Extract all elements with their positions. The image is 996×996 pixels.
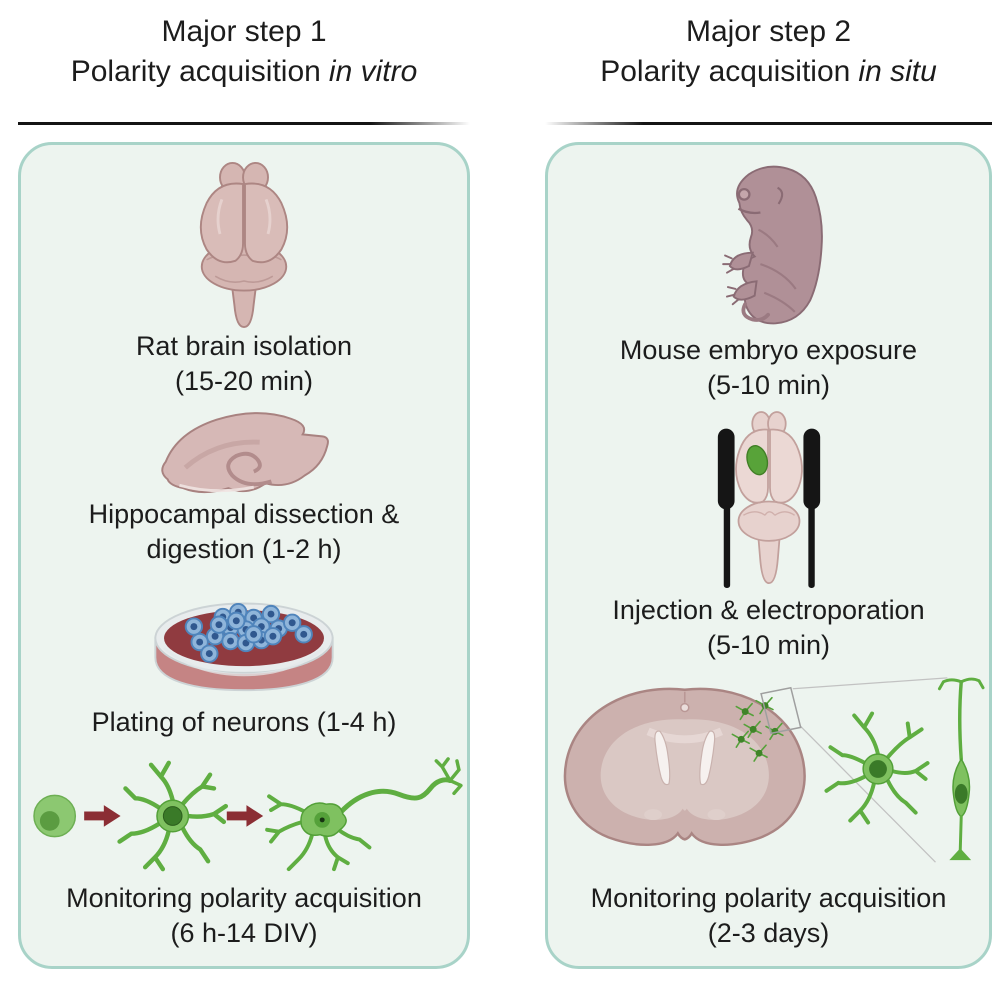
title-line1: Major step 2 xyxy=(685,15,852,48)
rat-brain-illustration xyxy=(181,161,307,329)
round-neuron-icon xyxy=(33,794,77,838)
step-duration: (15-20 min) xyxy=(174,366,314,396)
coronal-section-icon xyxy=(563,677,985,863)
magnified-bipolar-neuron-icon xyxy=(937,677,985,861)
arrow-right-icon xyxy=(84,805,121,827)
step-label-line: Mouse embryo exposure xyxy=(619,335,918,365)
step-label-plating: Plating of neurons (1-4 h) xyxy=(21,705,467,740)
gfp-injection-site xyxy=(745,444,768,476)
column-in-vitro: Major step 1 Polarity acquisition in vit… xyxy=(18,0,470,996)
mouse-embryo-icon xyxy=(721,165,823,325)
neuron-stages-illustration xyxy=(24,755,464,875)
petri-dish-illustration xyxy=(138,583,350,703)
step-duration: (5-10 min) xyxy=(706,630,831,660)
step-label-electroporation: Injection & electroporation (5-10 min) xyxy=(548,593,989,663)
title-line2-italic: in situ xyxy=(858,55,937,88)
rat-brain-dorsal-icon xyxy=(199,161,289,329)
title-line2-text: Polarity acquisition xyxy=(600,55,851,88)
step-duration: (6 h-14 DIV) xyxy=(170,918,318,948)
coronal-section-illustration xyxy=(551,667,987,875)
electroporation-illustration xyxy=(713,409,825,591)
mouse-embryo-illustration xyxy=(706,159,832,331)
step-label-rat-brain: Rat brain isolation (15-20 min) xyxy=(21,329,467,399)
step-duration: digestion (1-2 h) xyxy=(146,534,342,564)
hippocampus-illustration xyxy=(155,407,333,497)
arrow-right-icon xyxy=(226,805,264,827)
step-label-line: Hippocampal dissection & xyxy=(88,499,400,529)
step-duration: (5-10 min) xyxy=(706,370,831,400)
hippocampus-icon xyxy=(161,412,329,494)
multipolar-neuron-icon xyxy=(117,760,229,872)
step-label-monitoring-invitro: Monitoring polarity acquisition (6 h-14 … xyxy=(21,881,467,951)
title-line1: Major step 1 xyxy=(161,15,327,48)
title-underline xyxy=(545,122,992,125)
step-label-line: Injection & electroporation xyxy=(612,595,925,625)
magnifier-leader-lines xyxy=(792,677,947,863)
neuron-cells-cluster xyxy=(184,603,313,663)
step-duration: (2-3 days) xyxy=(707,918,830,948)
title-line2: Polarity acquisition in vitro xyxy=(18,52,470,92)
title-line2-text: Polarity acquisition xyxy=(70,55,321,88)
polarized-neuron-icon xyxy=(265,757,463,872)
step-label-line: Rat brain isolation xyxy=(135,331,353,361)
magnified-multipolar-neuron-icon xyxy=(823,711,930,825)
step-label-line: Monitoring polarity acquisition xyxy=(590,883,947,913)
neuron-polarization-stages-icon xyxy=(33,757,463,872)
step-label-hippocampus: Hippocampal dissection & digestion (1-2 … xyxy=(21,497,467,567)
column-title-in-vitro: Major step 1 Polarity acquisition in vit… xyxy=(18,12,470,92)
panel-in-vitro: Rat brain isolation (15-20 min) Hippocam… xyxy=(18,142,470,969)
petri-dish-icon xyxy=(154,602,334,692)
magnifier-box xyxy=(759,686,802,735)
electrode-paddles-icon xyxy=(717,428,820,589)
title-underline xyxy=(18,122,470,125)
title-line2: Polarity acquisition in situ xyxy=(545,52,992,92)
column-in-situ: Major step 2 Polarity acquisition in sit… xyxy=(545,0,992,996)
brain-electroporation-icon xyxy=(717,411,820,589)
step-label-embryo: Mouse embryo exposure (5-10 min) xyxy=(548,333,989,403)
panel-in-situ: Mouse embryo exposure (5-10 min) xyxy=(545,142,992,969)
title-line2-italic: in vitro xyxy=(328,55,418,88)
step-label-line: Monitoring polarity acquisition xyxy=(66,883,422,913)
step-label-monitoring-insitu: Monitoring polarity acquisition (2-3 day… xyxy=(548,881,989,951)
column-title-in-situ: Major step 2 Polarity acquisition in sit… xyxy=(545,12,992,92)
step-label-line: Plating of neurons (1-4 h) xyxy=(91,707,397,737)
